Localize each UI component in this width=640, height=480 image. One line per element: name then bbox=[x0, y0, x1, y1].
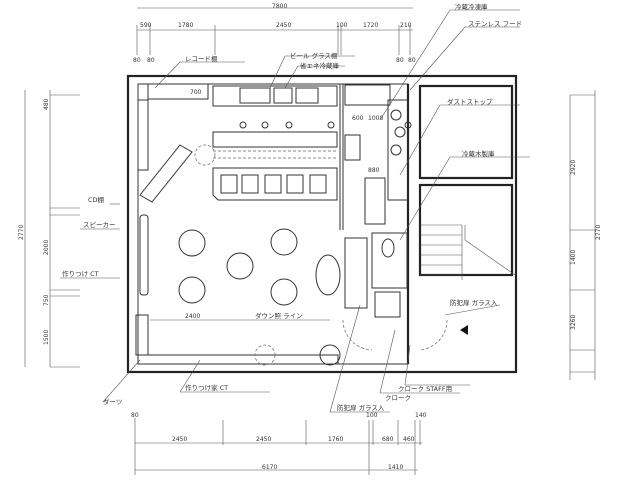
dim-right: 2920 bbox=[570, 160, 577, 175]
dim-top: 1720 bbox=[363, 22, 378, 29]
dim-right-overall: 2770 bbox=[595, 225, 602, 240]
dim-bottom: 1760 bbox=[328, 436, 343, 443]
dim-top-overall: 7800 bbox=[272, 3, 287, 10]
dim-left-overall: 2770 bbox=[18, 225, 25, 240]
label-dust-stop: ダストストップ bbox=[447, 97, 493, 106]
dim-right: 1400 bbox=[570, 250, 577, 265]
dim-bottom: 2450 bbox=[256, 436, 271, 443]
leader-lines bbox=[60, 9, 530, 413]
dim-top: 80 bbox=[147, 57, 155, 64]
label-rear-door-glass: 防犯扉 ガラス入 bbox=[450, 298, 498, 307]
dim-bottom: 2450 bbox=[172, 436, 187, 443]
dim-bottom: 680 bbox=[382, 436, 394, 443]
label-down-light: ダウン照 ライン bbox=[255, 311, 303, 320]
label-cloak: クローク bbox=[385, 394, 411, 402]
dim-top: 1780 bbox=[178, 22, 193, 29]
note: 1000 bbox=[368, 115, 383, 122]
label-darts: ダーツ bbox=[103, 397, 122, 406]
dim-bottom: 80 bbox=[131, 412, 139, 419]
dim-right: 3260 bbox=[570, 315, 577, 330]
walls bbox=[126, 74, 518, 374]
label-beer-glass-shelf: ビール グラス棚 bbox=[290, 51, 338, 60]
entrance-arrow-icon bbox=[460, 325, 468, 335]
note: 700 bbox=[190, 89, 202, 96]
dim-bottom: 1410 bbox=[388, 464, 403, 471]
labels: レコード棚 ビール グラス棚 省エネ冷蔵庫 冷蔵冷凍庫 ステンレス フード ダス… bbox=[62, 2, 522, 412]
dim-bottom: 460 bbox=[403, 436, 415, 443]
dim-top: 2450 bbox=[276, 22, 291, 29]
top-dimensions: 7800 590 1780 2450 100 1720 210 80 80 80… bbox=[133, 3, 416, 64]
label-record-shelf: レコード棚 bbox=[185, 54, 218, 63]
label-oden-wood: 冷蔵木製庫 bbox=[462, 149, 495, 158]
dim-bottom: 140 bbox=[415, 412, 427, 419]
note: 880 bbox=[368, 167, 380, 174]
label-fridge-freezer: 冷蔵冷凍庫 bbox=[455, 2, 488, 11]
kitchen bbox=[137, 83, 412, 225]
label-speaker: スピーカー bbox=[83, 221, 116, 229]
label-built-in-ct-bottom: 作りつけ家 CT bbox=[185, 383, 228, 392]
label-stainless-hood: ステンレス フード bbox=[468, 20, 522, 28]
dim-top: 80 bbox=[396, 57, 404, 64]
dim-bottom: 100 bbox=[366, 412, 378, 419]
label-cd-shelf: CD棚 bbox=[88, 195, 105, 204]
bottom-dimensions: 80 2450 2450 1760 680 460 100 140 6170 1… bbox=[131, 412, 427, 475]
dim-left: 480 bbox=[43, 98, 50, 110]
note: 2400 bbox=[185, 313, 200, 320]
dim-top: 210 bbox=[400, 22, 412, 29]
label-energy-fridge: 省エネ冷蔵庫 bbox=[300, 61, 340, 70]
seating bbox=[135, 214, 368, 366]
dim-top: 80 bbox=[408, 57, 416, 64]
toilet-and-stairs bbox=[342, 224, 516, 351]
right-dimensions: 2770 2920 1400 3260 bbox=[569, 90, 602, 380]
dim-bottom-overall: 6170 bbox=[262, 464, 277, 471]
dim-top: 590 bbox=[140, 22, 152, 29]
dim-top: 100 bbox=[336, 22, 348, 29]
dim-left: 750 bbox=[43, 294, 50, 306]
label-entrance-glass: 防犯扉 ガラス入 bbox=[337, 403, 385, 412]
label-built-in-ct: 作りつけ CT bbox=[62, 269, 99, 278]
note: 600 bbox=[352, 115, 364, 122]
label-cloak-staff: クローク STAFF用 bbox=[398, 385, 452, 393]
left-dimensions: 2770 480 2000 750 1500 bbox=[18, 90, 80, 368]
dim-left: 2000 bbox=[43, 240, 50, 255]
dim-left: 1500 bbox=[43, 330, 50, 345]
dim-top: 80 bbox=[133, 57, 141, 64]
